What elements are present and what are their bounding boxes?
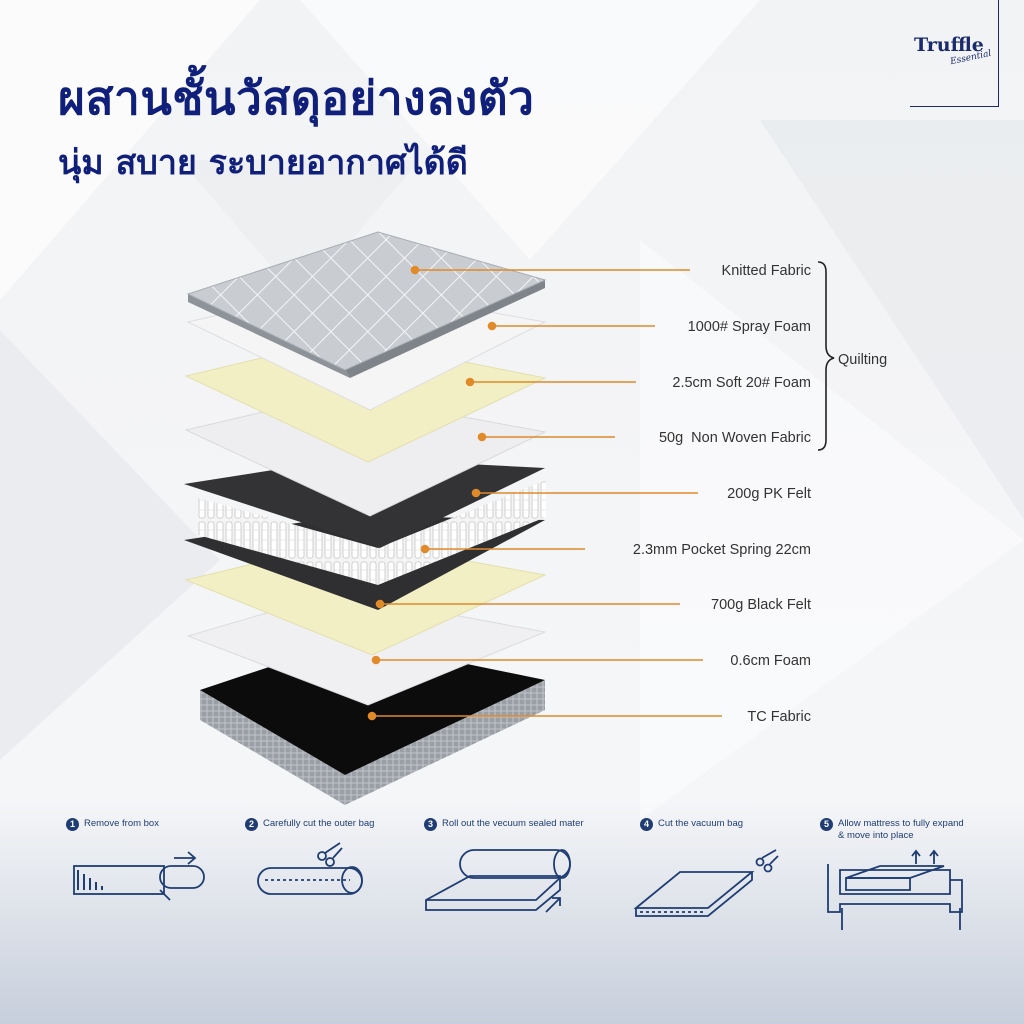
- bed-icon: [827, 849, 963, 930]
- quilting-brace: [817, 261, 835, 451]
- step-3: 3 Roll out the vecuum sealed mater: [424, 818, 584, 831]
- label-foam-06: 0.6cm Foam: [730, 653, 811, 669]
- label-black-felt: 700g Black Felt: [711, 597, 811, 613]
- brand-name: Truffle: [914, 34, 984, 56]
- box-icon: [73, 851, 205, 901]
- label-knitted-fabric: Knitted Fabric: [722, 263, 811, 279]
- step-2: 2 Carefully cut the outer bag: [245, 818, 374, 831]
- step-5-text-line2: & move into place: [838, 830, 914, 841]
- leader-lines: [367, 265, 722, 721]
- step-5: 5 Allow mattress to fully expand& move in…: [820, 818, 964, 842]
- logo-frame: [910, 0, 999, 107]
- label-soft-foam: 2.5cm Soft 20# Foam: [672, 375, 811, 391]
- layer-knitted-fabric-top: [186, 231, 547, 378]
- step-4-number: 4: [640, 818, 653, 831]
- step-5-number: 5: [820, 818, 833, 831]
- page-title: ผสานชั้นวัสดุอย่างลงตัว: [58, 71, 535, 125]
- step-4: 4 Cut the vacuum bag: [640, 818, 743, 831]
- label-non-woven: 50g Non Woven Fabric: [659, 430, 811, 446]
- layer-pocket-spring: [198, 480, 546, 585]
- step-1: 1 Remove from box: [66, 818, 159, 831]
- label-tc-fabric: TC Fabric: [747, 709, 811, 725]
- scissors-icon: [257, 842, 363, 895]
- label-spray-foam: 1000# Spray Foam: [688, 319, 811, 335]
- step-5-text-line1: Allow mattress to fully expand: [838, 818, 964, 829]
- step-2-number: 2: [245, 818, 258, 831]
- label-pocket-spring: 2.3mm Pocket Spring 22cm: [633, 542, 811, 558]
- step-3-number: 3: [424, 818, 437, 831]
- label-quilting: Quilting: [838, 352, 887, 368]
- step-1-text: Remove from box: [84, 818, 159, 829]
- label-pk-felt: 200g PK Felt: [727, 486, 811, 502]
- page-subtitle: นุ่ม สบาย ระบายอากาศได้ดี: [58, 143, 468, 183]
- roll-out-icon: [425, 849, 571, 913]
- step-3-text: Roll out the vecuum sealed mater: [442, 818, 584, 829]
- cut-bag-icon: [633, 849, 779, 917]
- step-2-text: Carefully cut the outer bag: [263, 818, 375, 829]
- step-1-number: 1: [66, 818, 79, 831]
- brand-logo: Truffle Essential: [910, 0, 1000, 108]
- step-4-text: Cut the vacuum bag: [658, 818, 744, 829]
